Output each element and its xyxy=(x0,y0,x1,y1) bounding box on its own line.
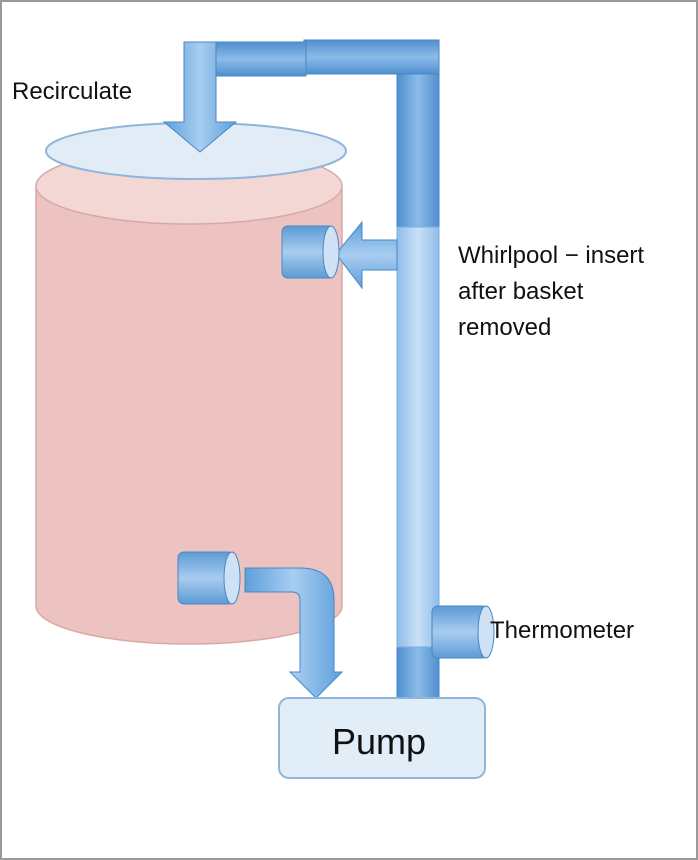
pump-label: Pump xyxy=(332,721,427,762)
whirlpool-pipe-section xyxy=(396,226,440,648)
thermometer-fitting xyxy=(431,605,495,659)
outlet-to-pump-arrow xyxy=(244,567,344,699)
outlet-fitting xyxy=(177,551,241,605)
recirculate-label: Recirculate xyxy=(12,78,133,105)
pump-box xyxy=(278,697,486,779)
whirlpool-arrow xyxy=(335,220,398,290)
thermometer-label: Thermometer xyxy=(490,617,635,644)
whirlpool-label-line-2: after basket xyxy=(458,278,584,305)
recirculate-arrow xyxy=(162,41,238,153)
whirlpool-label-line-3: removed xyxy=(458,314,552,341)
whirlpool-fitting xyxy=(281,225,340,279)
whirlpool-label-line-1: Whirlpool − insert xyxy=(458,242,645,269)
